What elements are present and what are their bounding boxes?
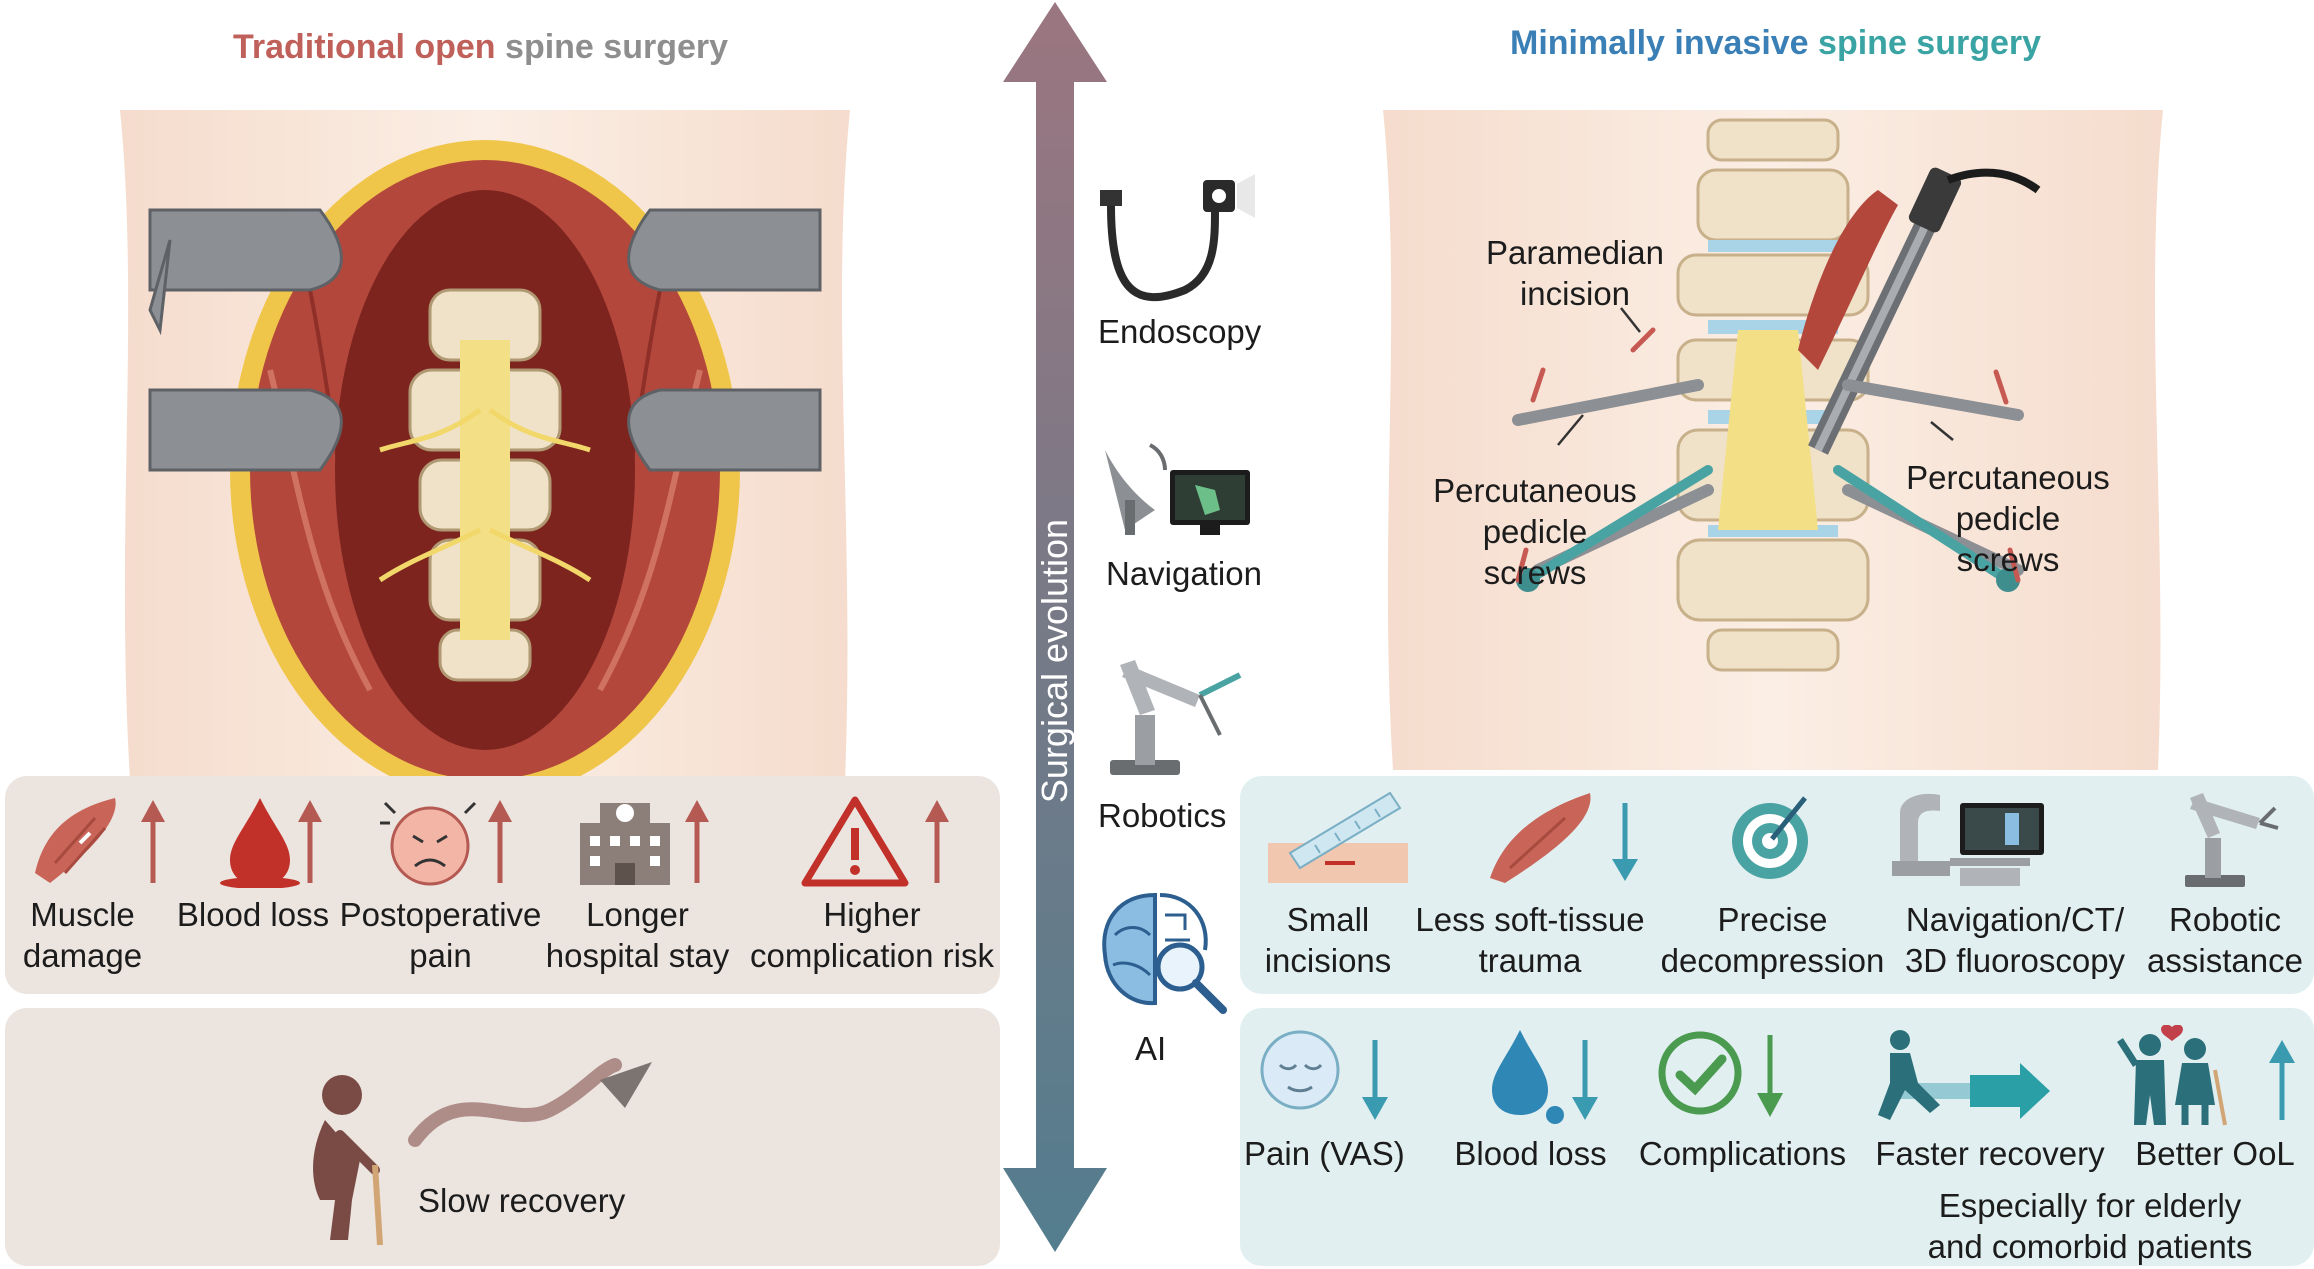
drawback-3-line1: Longer: [586, 896, 689, 933]
feature-4-line2: assistance: [2147, 942, 2303, 979]
hospital-icon: [580, 803, 670, 885]
feature-3-line1: Navigation/CT/: [1905, 901, 2125, 938]
drawback-postoperative-pain: Postoperative pain: [338, 894, 543, 976]
outcome-better-qol: Better OoL: [2135, 1135, 2295, 1172]
tech-label-ai: AI: [1135, 1030, 1167, 1067]
muscle-icon-mis: [1490, 793, 1591, 883]
outcome-faster-recovery: Faster recovery: [1875, 1135, 2105, 1172]
feature-robotic-assistance: Robotic assistance: [2140, 899, 2310, 981]
tech-label-robotics: Robotics: [1098, 797, 1227, 834]
right-title: Minimally invasive spine surgery: [1510, 24, 2041, 63]
feature-1-line2: trauma: [1478, 942, 1582, 979]
screws-right-line3: screws: [1956, 541, 2060, 578]
walking-person-icon: [1878, 1030, 2050, 1120]
axis-label: Surgical evolution: [1034, 518, 1075, 804]
blood-drop-icon: [220, 798, 300, 888]
screws-left-line1: Percutaneous: [1433, 472, 1637, 509]
drawback-3-line2: hospital stay: [545, 937, 730, 974]
muscle-icon: [35, 798, 116, 883]
drawback-0-line2: damage: [22, 937, 143, 974]
screws-left-line2: pedicle: [1482, 513, 1588, 550]
mis-outcomes-panel: [1240, 1008, 2314, 1266]
drawback-4-line1: Higher: [823, 896, 921, 933]
elderly-recovery-illustration: [313, 1058, 652, 1246]
feature-precise-decompression: Precise decompression: [1655, 899, 1890, 981]
feature-icons: [1268, 791, 2279, 887]
blood-drop-icon-mis: [1492, 1030, 1564, 1124]
c-arm-icon: [1892, 793, 2044, 886]
drawback-icons: [35, 796, 949, 888]
drawback-hospital-stay: Longer hospital stay: [540, 894, 735, 976]
small-incision-icon: [1268, 791, 1408, 883]
feature-navigation-ct: Navigation/CT/ 3D fluoroscopy: [1895, 899, 2135, 981]
target-icon: [1732, 796, 1808, 879]
elderly-note-line2: and comorbid patients: [1927, 1228, 2253, 1265]
feature-small-incisions: Small incisions: [1248, 899, 1408, 981]
ai-brain-icon: [1102, 892, 1227, 1014]
slow-recovery-panel: [5, 1008, 1000, 1266]
mis-illustration: [1383, 110, 2163, 770]
open-surgery-illustration: [120, 110, 850, 780]
feature-0-line2: incisions: [1264, 942, 1392, 979]
drawback-2-line2: pain: [409, 937, 472, 974]
outcome-icons: [1260, 1025, 2295, 1126]
outcome-pain: Pain (VAS): [1244, 1135, 1405, 1172]
elderly-note-line1: Especially for elderly: [1938, 1187, 2242, 1224]
drawback-blood-loss: Blood loss: [168, 894, 338, 935]
screws-left-label: Percutaneous pedicle screws: [1425, 470, 1645, 593]
elderly-person-icon: [313, 1075, 383, 1246]
robotic-arm-icon: [1110, 660, 1242, 775]
paramedian-incision-label: Paramedian incision: [1480, 232, 1670, 314]
feature-less-trauma: Less soft-tissue trauma: [1410, 899, 1650, 981]
left-title: Traditional open spine surgery: [233, 28, 728, 67]
drawback-muscle-damage: Muscle damage: [15, 894, 150, 976]
screws-left-line3: screws: [1483, 554, 1587, 591]
paramedian-line1: Paramedian: [1486, 234, 1664, 271]
outcome-blood-loss: Blood loss: [1454, 1135, 1607, 1172]
pain-face-icon: [380, 801, 477, 886]
tech-label-endoscopy: Endoscopy: [1098, 313, 1262, 350]
robotic-arm-icon-mis: [2185, 793, 2279, 887]
drawback-1-line1: Blood loss: [176, 896, 330, 933]
feature-2-line2: decompression: [1660, 942, 1885, 979]
right-title-rest: spine surgery: [1818, 24, 2042, 62]
navigation-icon: [1105, 443, 1250, 535]
calm-face-icon: [1260, 1030, 1340, 1110]
left-title-accent: Traditional open: [233, 28, 496, 66]
left-title-rest: spine surgery: [505, 28, 729, 66]
tech-label-navigation: Navigation: [1106, 555, 1262, 592]
screws-right-line1: Percutaneous: [1906, 459, 2110, 496]
feature-2-line1: Precise: [1717, 901, 1828, 938]
paramedian-line2: incision: [1519, 275, 1631, 312]
screws-right-label: Percutaneous pedicle screws: [1898, 457, 2118, 580]
feature-0-line1: Small: [1286, 901, 1370, 938]
drawback-2-line1: Postoperative: [339, 896, 542, 933]
slow-recovery-label: Slow recovery: [418, 1182, 626, 1219]
check-circle-icon: [1658, 1031, 1742, 1115]
feature-3-line2: 3D fluoroscopy: [1904, 942, 2126, 979]
drawback-4-line2: complication risk: [750, 937, 994, 974]
warning-icon: [801, 796, 909, 887]
outcome-complications: Complications: [1638, 1135, 1847, 1172]
screws-right-line2: pedicle: [1955, 500, 2061, 537]
feature-4-line1: Robotic: [2169, 901, 2281, 938]
drawback-0-line1: Muscle: [30, 896, 135, 933]
right-title-accent: Minimally invasive: [1510, 24, 1809, 62]
elderly-note: Especially for elderly and comorbid pati…: [1880, 1185, 2300, 1267]
surgical-evolution-arrow: [1003, 2, 1107, 1252]
feature-1-line1: Less soft-tissue: [1415, 901, 1645, 938]
happy-couple-icon: [2117, 1025, 2227, 1126]
endoscope-icon: [1100, 174, 1255, 302]
drawback-complication-risk: Higher complication risk: [742, 894, 1002, 976]
